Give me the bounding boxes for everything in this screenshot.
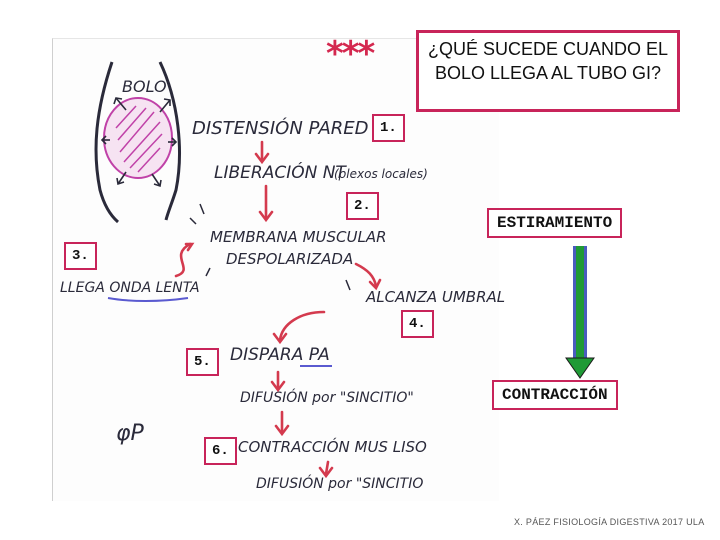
step-1-label: 1.	[372, 114, 405, 142]
step-5-label: 5.	[186, 348, 219, 376]
label-liberacion: LIBERACIÓN NT	[214, 161, 347, 183]
flow-arrows	[174, 140, 382, 479]
label-llega-onda: LLEGA ONDA LENTA	[60, 280, 200, 296]
tick-marks	[189, 203, 351, 291]
vessel-wall-right	[158, 61, 181, 221]
label-membrana: MEMBRANA MUSCULAR	[210, 228, 387, 246]
mechanism-arrowhead	[565, 357, 595, 379]
vessel-wall-left	[94, 61, 120, 224]
step-6-label: 6.	[204, 437, 237, 465]
distension-arrows	[100, 97, 178, 188]
label-liberacion-note: (plexos locales)	[334, 167, 428, 181]
label-alcanza: ALCANZA UMBRAL	[365, 288, 505, 306]
step-2-label: 2.	[346, 192, 379, 220]
label-distension: DISTENSIÓN PARED	[192, 117, 369, 139]
label-bolo: BOLO	[122, 77, 167, 96]
label-difusion-1: DIFUSIÓN por "SINCITIO"	[240, 388, 414, 406]
step-3-label: 3.	[64, 242, 97, 270]
bolus-hatching	[115, 105, 163, 173]
step-4-label: 4.	[401, 310, 434, 338]
question-box: ¿QUÉ SUCEDE CUANDO EL BOLO LLEGA AL TUBO…	[416, 30, 680, 112]
estiramiento-box: ESTIRAMIENTO	[487, 208, 623, 238]
label-despolarizada: DESPOLARIZADA	[226, 250, 353, 268]
contraccion-box: CONTRACCIÓN	[492, 380, 618, 410]
footer-credit: X. PÁEZ FISIOLOGÍA DIGESTIVA 2017 ULA	[514, 517, 705, 527]
label-dispara: DISPARA PA	[230, 345, 330, 365]
underline-onda-lenta	[107, 297, 189, 302]
label-signature: φP	[116, 421, 145, 446]
label-contraccion-ml: CONTRACCIÓN MUS LISO	[238, 437, 427, 456]
label-difusion-2: DIFUSIÓN por "SINCITIO	[256, 474, 423, 492]
importance-stars: ***	[326, 34, 375, 74]
mechanism-shaft	[576, 246, 584, 360]
